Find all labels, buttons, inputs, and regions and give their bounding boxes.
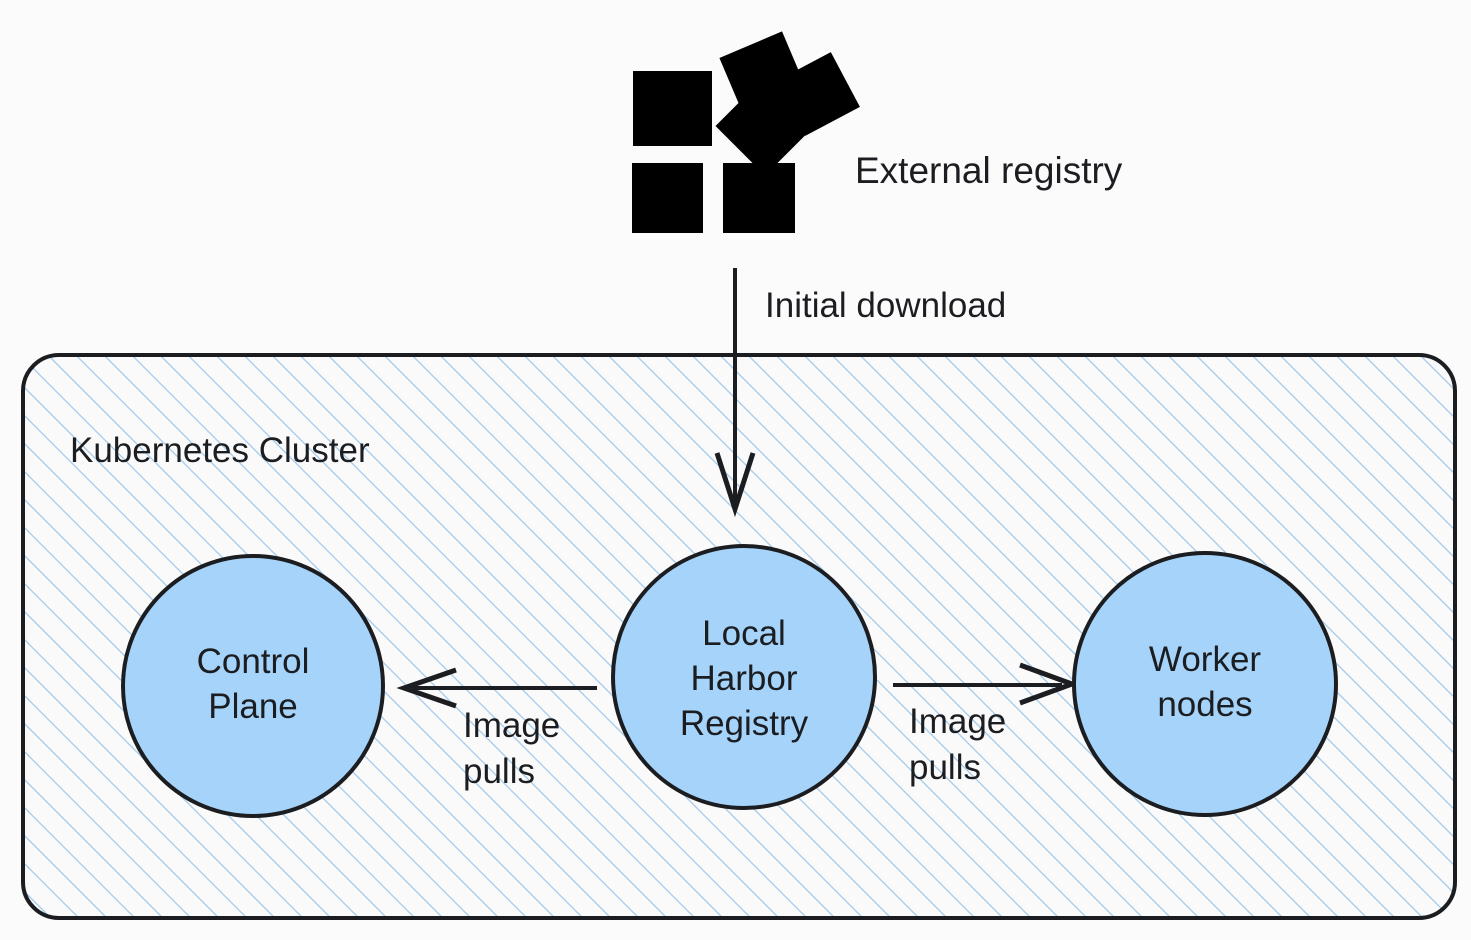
initial-download-arrowhead: [714, 452, 756, 518]
left-edge-label-line2: pulls: [463, 752, 535, 791]
edge-harbor-to-worker-nodes: Image pulls: [893, 662, 1080, 787]
cluster-label: Kubernetes Cluster: [70, 431, 370, 470]
local-harbor-registry-label-line1: Local: [702, 614, 786, 653]
edge-initial-download: Initial download: [714, 268, 1006, 518]
local-harbor-registry-label-line3: Registry: [680, 704, 809, 743]
local-harbor-registry-label-line2: Harbor: [691, 659, 798, 698]
control-plane-label-line2: Plane: [208, 687, 298, 726]
worker-nodes-circle[interactable]: [1072, 551, 1338, 817]
left-arrowhead: [396, 667, 457, 709]
worker-nodes-label-line1: Worker: [1149, 640, 1261, 679]
local-harbor-registry-circle[interactable]: [611, 544, 877, 810]
node-control-plane[interactable]: Control Plane: [121, 554, 385, 818]
external-registry-label: External registry: [855, 150, 1123, 191]
worker-nodes-label-line2: nodes: [1157, 685, 1252, 724]
left-edge-label-line1: Image: [463, 706, 560, 745]
external-registry-icon: [632, 31, 860, 233]
control-plane-label-line1: Control: [197, 642, 310, 681]
right-edge-label-line1: Image: [909, 702, 1006, 741]
node-worker-nodes[interactable]: Worker nodes: [1072, 551, 1338, 817]
right-edge-label-line2: pulls: [909, 748, 981, 787]
edge-harbor-to-control-plane: Image pulls: [396, 667, 597, 791]
initial-download-label: Initial download: [765, 286, 1006, 325]
control-plane-circle[interactable]: [121, 554, 385, 818]
node-local-harbor-registry[interactable]: Local Harbor Registry: [611, 544, 877, 810]
